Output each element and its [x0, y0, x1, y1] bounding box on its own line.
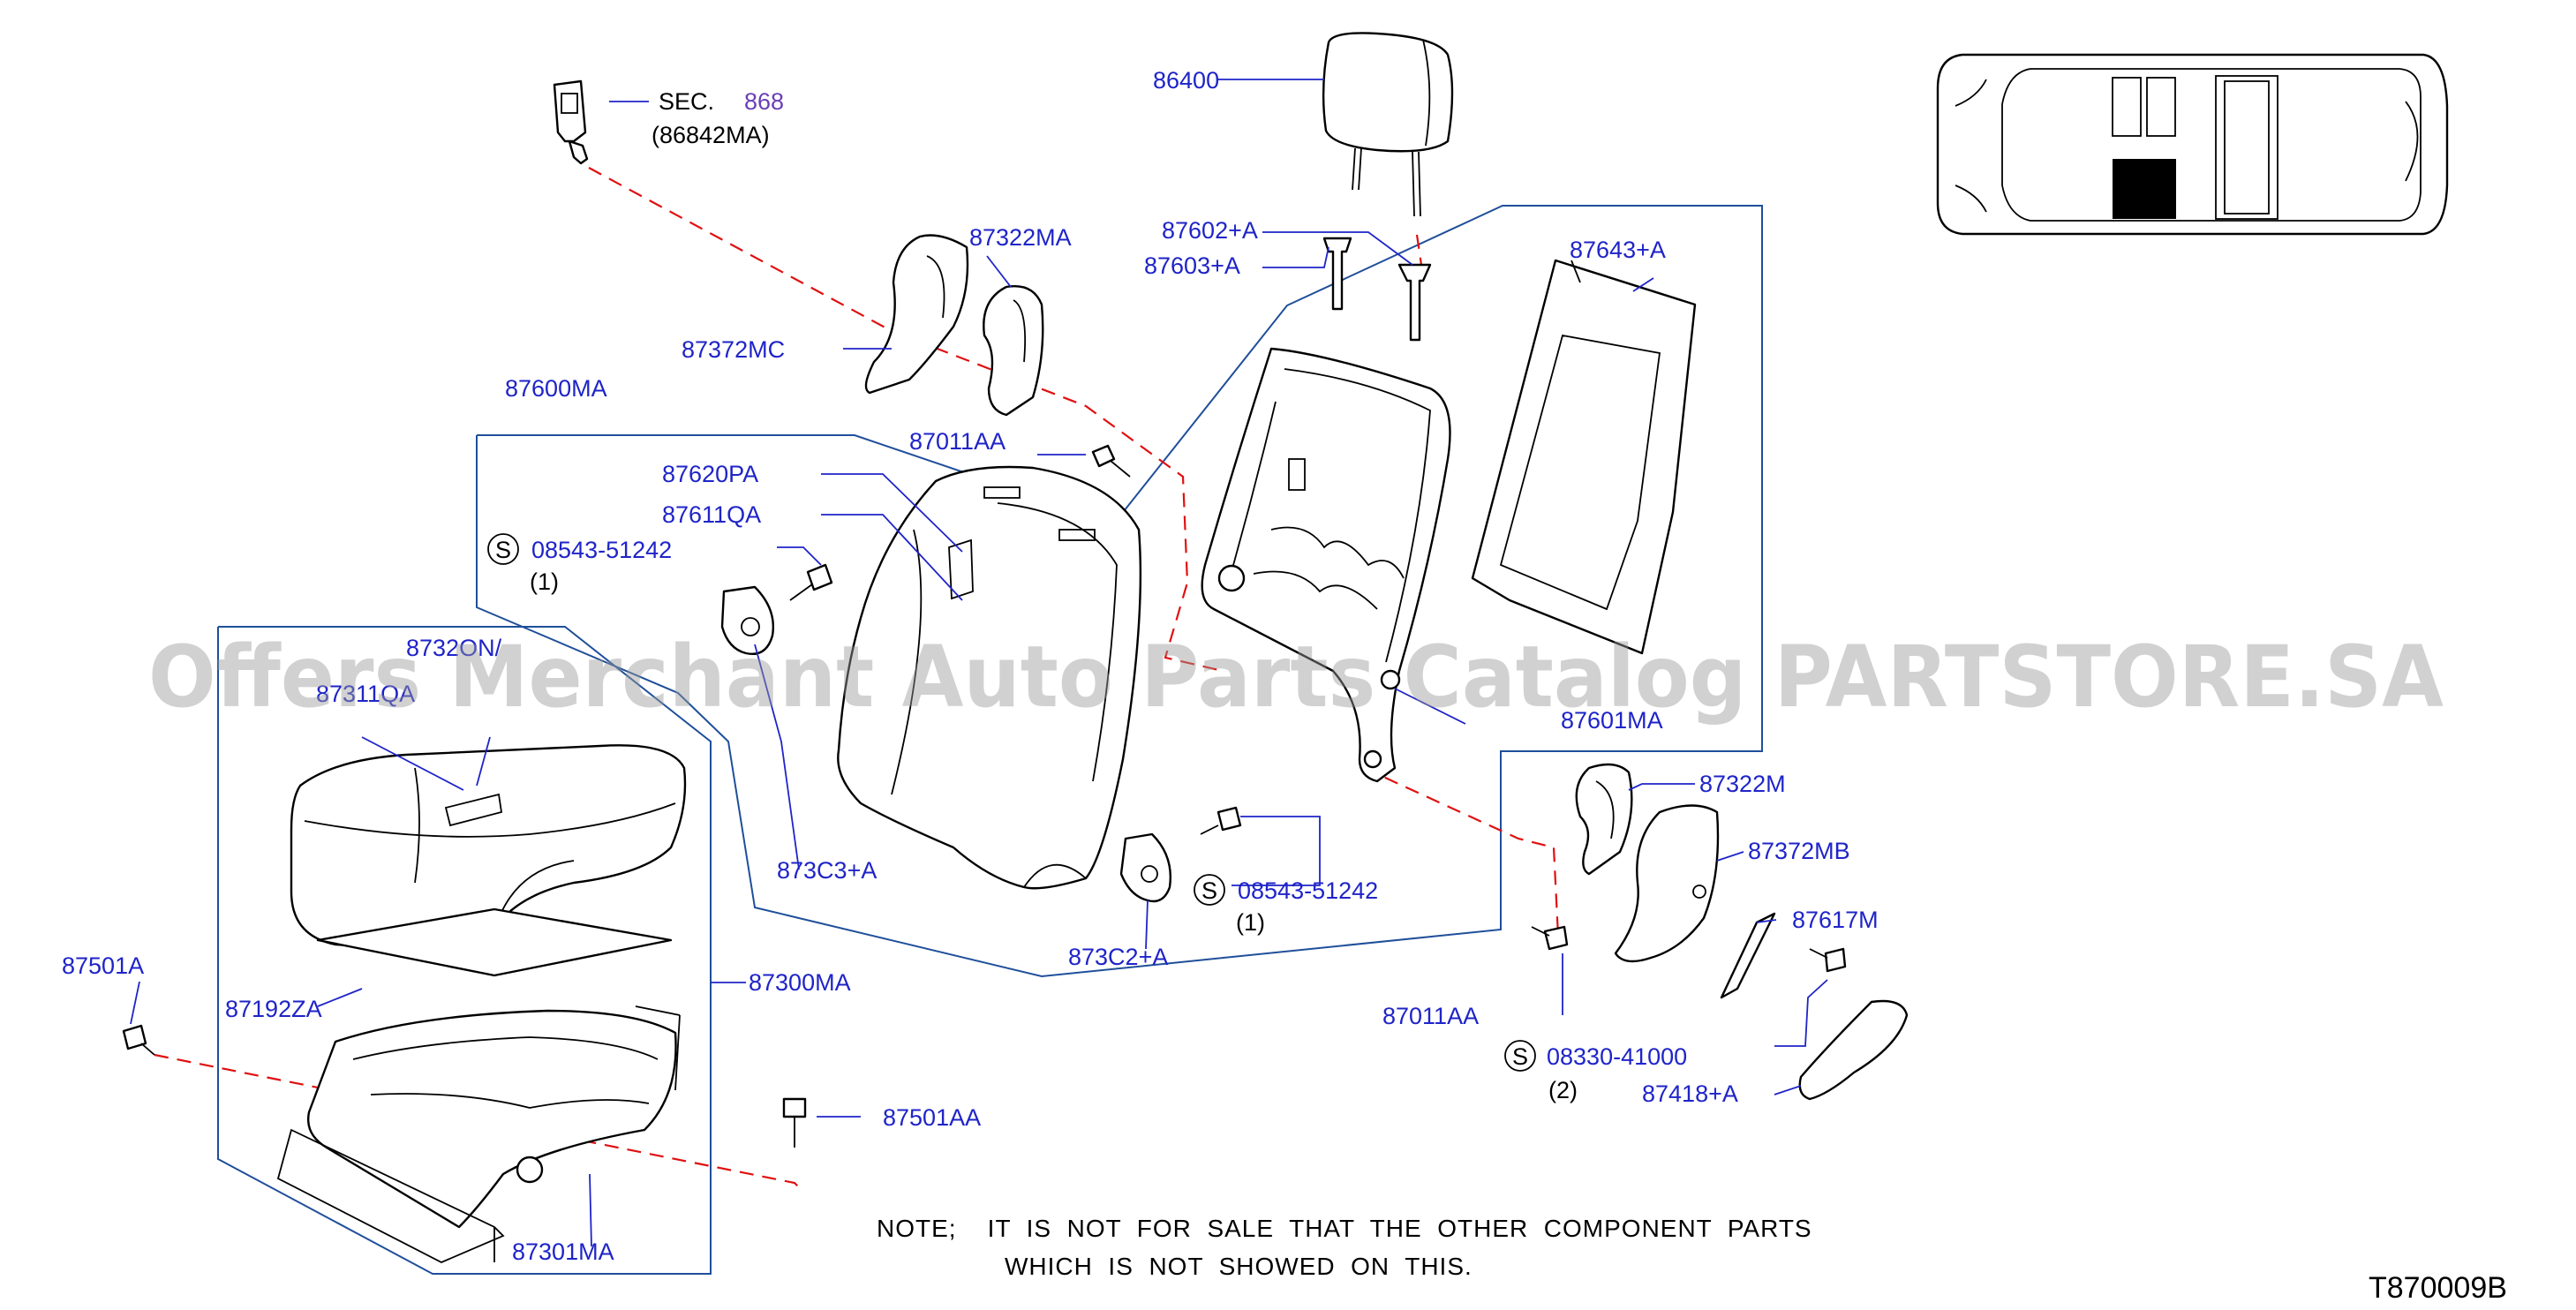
label-s-symbol-2: S	[1201, 877, 1217, 904]
seat-belt-buckle-part	[553, 79, 589, 165]
bracket-and-trim-parts	[1720, 912, 1909, 1101]
label-87192ZA: 87192ZA	[225, 996, 322, 1022]
label-873C2A: 873C2+A	[1068, 944, 1168, 970]
label-87501A: 87501A	[62, 952, 144, 979]
label-87372MB: 87372MB	[1748, 838, 1850, 864]
bolt-parts	[122, 444, 1847, 1148]
watermark-text: Offers Merchant Auto Parts Catalog PARTS…	[148, 628, 2444, 727]
seat-cushion-assembly-frame	[217, 626, 712, 1275]
label-08330-41000: 08330-41000	[1547, 1043, 1687, 1070]
label-s-symbol-3: S	[1512, 1043, 1528, 1070]
label-87602A: 87602+A	[1162, 217, 1258, 244]
side-finisher-left-parts	[864, 234, 1044, 417]
label-sec-number: 868	[744, 88, 784, 115]
label-87372MC: 87372MC	[682, 336, 785, 363]
vehicle-location-inset	[1936, 53, 2449, 236]
selected-seat-marker	[2113, 159, 2176, 219]
side-finisher-right-parts	[1575, 763, 1720, 963]
label-08543-51242-1: 08543-51242	[531, 537, 672, 563]
label-08543-51242-2: 08543-51242	[1238, 877, 1378, 904]
note-line-1: NOTE; IT IS NOT FOR SALE THAT THE OTHER …	[877, 1215, 1812, 1242]
label-qty-2: (2)	[1548, 1077, 1578, 1103]
label-87301MA: 87301MA	[512, 1238, 614, 1265]
diagram-reference-code: T870009B	[2369, 1271, 2507, 1305]
s-symbol-circle-2	[1194, 874, 1225, 906]
label-87603A: 87603+A	[1144, 252, 1240, 279]
label-87300MA: 87300MA	[749, 969, 851, 996]
label-sec-sub: (86842MA)	[652, 122, 770, 148]
label-87600MA: 87600MA	[505, 375, 607, 402]
s-symbol-circle-3	[1504, 1040, 1536, 1072]
leader-lines	[130, 79, 1828, 1247]
label-87501AA: 87501AA	[883, 1104, 981, 1131]
label-87311QA: 87311QA	[316, 681, 415, 707]
label-87620PA: 87620PA	[662, 461, 758, 487]
label-86400: 86400	[1153, 67, 1219, 94]
hinge-cover-parts	[720, 585, 1171, 903]
label-87601MA: 87601MA	[1561, 707, 1663, 734]
label-87643A: 87643+A	[1570, 237, 1666, 263]
seat-back-cover-part	[837, 465, 1142, 890]
part-number-labels: 86400 SEC. 868 (86842MA) 87322MA 87372MC…	[62, 67, 1879, 1265]
label-qty-1b: (1)	[1236, 909, 1265, 936]
headrest-guide-parts	[1322, 237, 1432, 342]
seat-back-assembly-frame	[476, 205, 1763, 978]
label-87011AA-top: 87011AA	[909, 428, 1006, 455]
label-87011AA-bottom: 87011AA	[1382, 1003, 1479, 1029]
label-87617M: 87617M	[1792, 907, 1879, 933]
headrest-part	[1322, 32, 1454, 217]
label-sec: SEC.	[659, 88, 714, 115]
label-873C3A: 873C3+A	[777, 857, 877, 884]
label-87418A: 87418+A	[1642, 1080, 1738, 1107]
s-symbol-circle-1	[487, 533, 519, 565]
label-8732ON: 8732ON/	[406, 635, 502, 661]
seat-cushion-frame-part	[276, 1005, 681, 1263]
seat-back-pad-part	[1471, 259, 1697, 655]
label-87322MA: 87322MA	[969, 224, 1072, 251]
cushion-pad-part	[316, 907, 673, 977]
note-line-2: WHICH IS NOT SHOWED ON THIS.	[1005, 1253, 1473, 1280]
seat-back-frame-part	[1201, 347, 1451, 783]
label-87611QA: 87611QA	[662, 501, 761, 528]
label-qty-1a: (1)	[530, 568, 559, 595]
seat-cushion-part	[290, 744, 687, 955]
label-s-symbol-1: S	[495, 537, 511, 563]
label-87322M: 87322M	[1699, 771, 1786, 797]
